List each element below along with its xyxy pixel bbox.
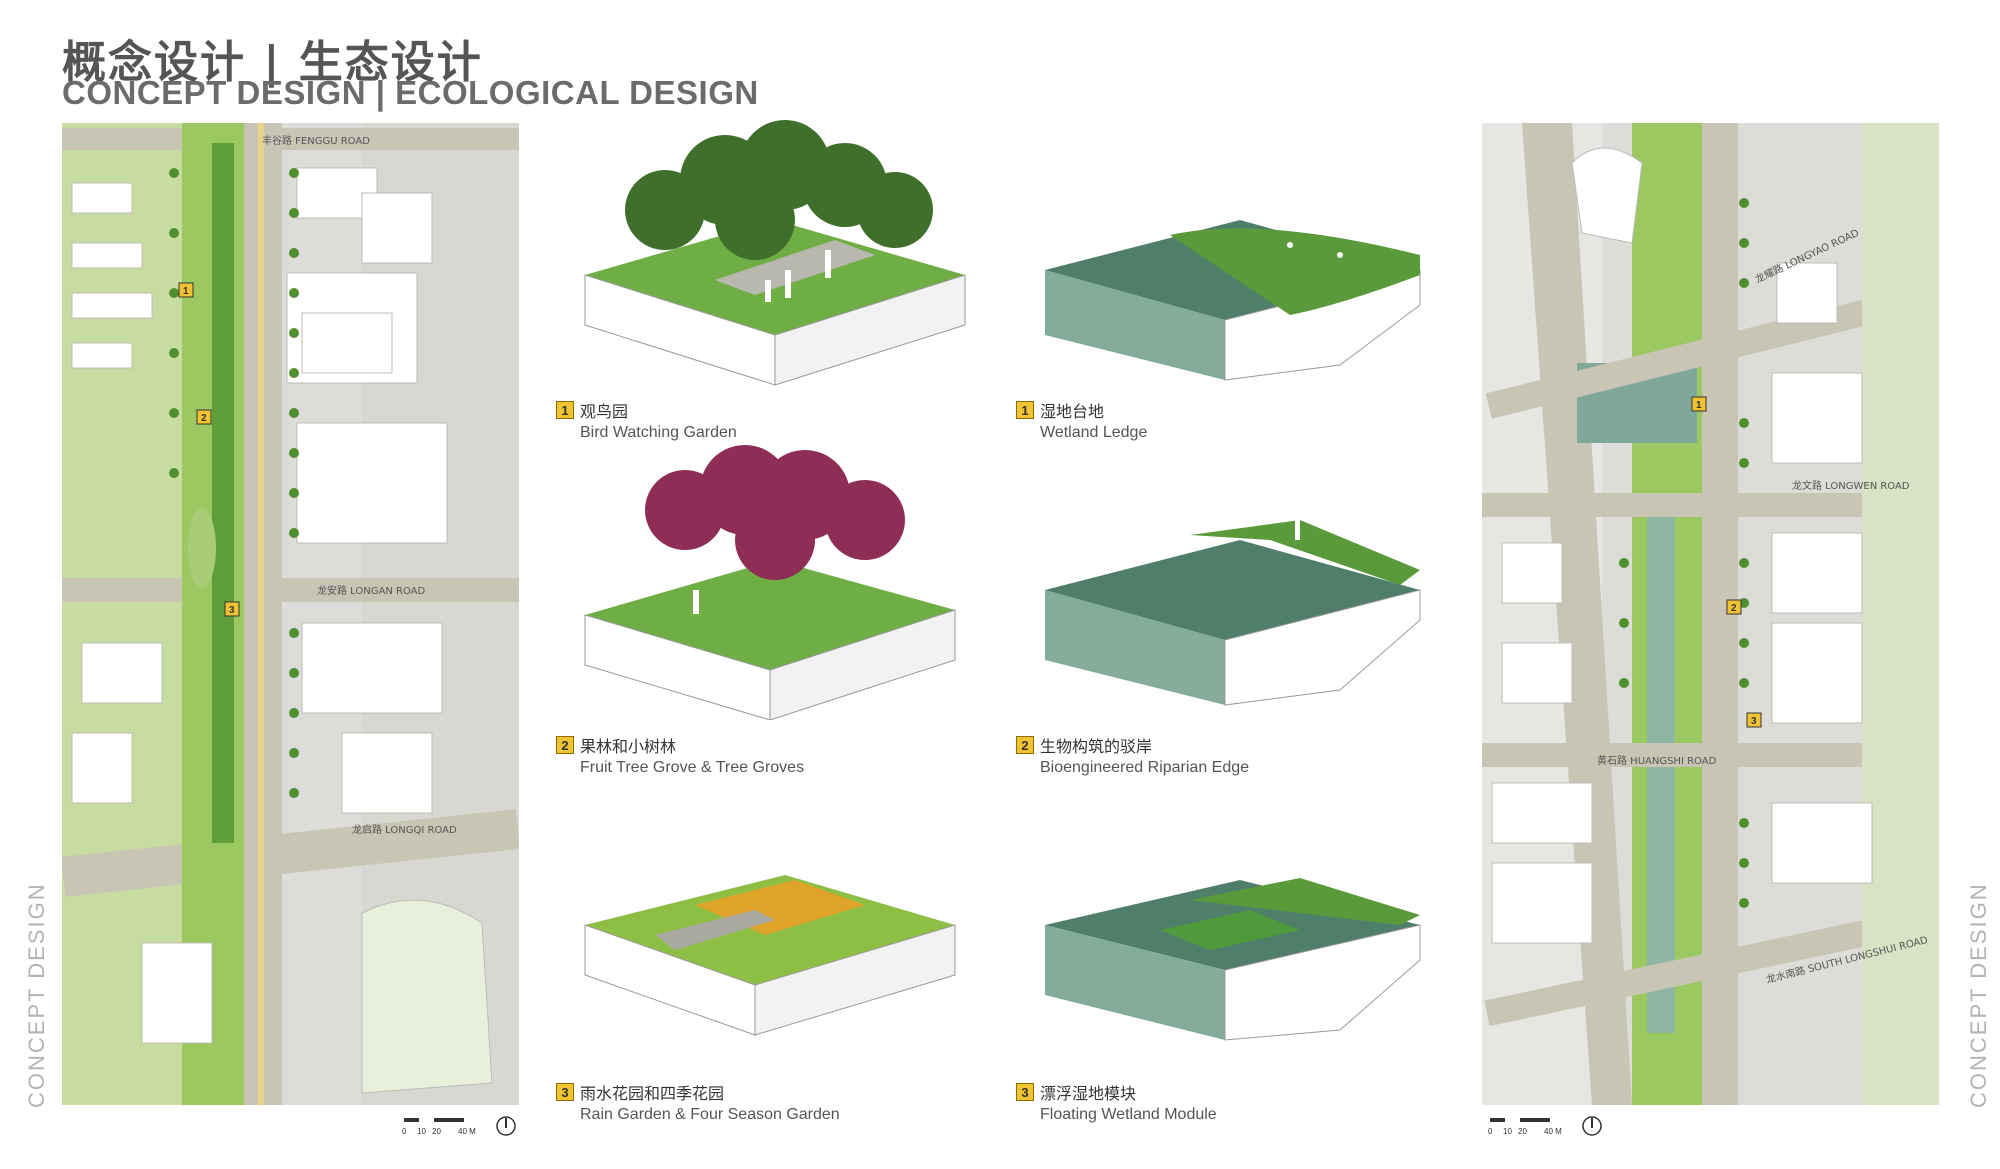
svg-text:1: 1 bbox=[183, 286, 189, 297]
svg-text:40 M: 40 M bbox=[1544, 1127, 1562, 1136]
caption-cn: 果林和小树林 bbox=[580, 737, 677, 756]
road-label-longan: 龙安路 LONGAN ROAD bbox=[317, 584, 425, 597]
caption-rain-garden: 3 雨水花园和四季花园 Rain Garden & Four Season Gar… bbox=[556, 1080, 840, 1124]
caption-cn: 漂浮湿地模块 bbox=[1040, 1084, 1137, 1103]
right-site-plan-drawing: 龙耀路 LONGYAO ROAD 龙文路 LONGWEN ROAD 黄石路 HU… bbox=[1482, 123, 1939, 1105]
caption-cn: 雨水花园和四季花园 bbox=[580, 1084, 725, 1103]
svg-text:3: 3 bbox=[229, 605, 235, 616]
right-site-plan: 龙耀路 LONGYAO ROAD 龙文路 LONGWEN ROAD 黄石路 HU… bbox=[1482, 123, 1939, 1105]
fruit-tree-grove-illustration bbox=[584, 445, 956, 720]
caption-number-badge: 2 bbox=[556, 736, 574, 754]
svg-text:20: 20 bbox=[1518, 1127, 1527, 1136]
riparian-edge-illustration bbox=[1045, 515, 1421, 706]
svg-text:0: 0 bbox=[402, 1127, 407, 1136]
svg-text:10: 10 bbox=[417, 1127, 426, 1136]
caption-en: Rain Garden & Four Season Garden bbox=[580, 1106, 840, 1123]
caption-number-badge: 1 bbox=[556, 401, 574, 419]
svg-text:1: 1 bbox=[1696, 400, 1702, 411]
svg-text:2: 2 bbox=[1731, 603, 1737, 614]
caption-floating-wetland: 3 漂浮湿地模块 Floating Wetland Module bbox=[1016, 1080, 1217, 1124]
road-label-fenggu: 丰谷路 FENGGU ROAD bbox=[262, 134, 370, 147]
caption-cn: 观鸟园 bbox=[580, 402, 629, 421]
wetland-ledge-illustration bbox=[1045, 220, 1421, 381]
floating-wetland-illustration bbox=[1045, 878, 1421, 1041]
road-label-longwen: 龙文路 LONGWEN ROAD bbox=[1792, 479, 1910, 492]
scale-bar-right: 0 10 20 40 M bbox=[1488, 1116, 1602, 1136]
left-site-plan-drawing: 丰谷路 FENGGU ROAD 龙安路 LONGAN ROAD 龙启路 LONG… bbox=[62, 123, 519, 1105]
svg-text:20: 20 bbox=[432, 1127, 441, 1136]
map-marker-3: 3 bbox=[1746, 712, 1762, 728]
side-label-right: CONCEPT DESIGN bbox=[1966, 882, 1991, 1108]
caption-riparian-edge: 2 生物构筑的驳岸 Bioengineered Riparian Edge bbox=[1016, 733, 1249, 777]
caption-en: Bird Watching Garden bbox=[580, 424, 737, 441]
caption-number-badge: 1 bbox=[1016, 401, 1034, 419]
road-label-huangshi: 黄石路 HUANGSHI ROAD bbox=[1597, 754, 1717, 767]
caption-bird-watching-garden: 1 观鸟园 Bird Watching Garden bbox=[556, 398, 737, 442]
page-title-en: CONCEPT DESIGN | ECOLOGICAL DESIGN bbox=[62, 74, 759, 111]
north-arrow-icon bbox=[1582, 1116, 1602, 1136]
map-marker-1: 1 bbox=[178, 282, 194, 298]
caption-number-badge: 3 bbox=[1016, 1083, 1034, 1101]
page-title-cn: 概念设计 | 生态设计 bbox=[62, 37, 483, 88]
svg-text:0: 0 bbox=[1488, 1127, 1493, 1136]
road-label-longqi: 龙启路 LONGQI ROAD bbox=[352, 823, 457, 836]
svg-text:40 M: 40 M bbox=[458, 1127, 476, 1136]
caption-cn: 湿地台地 bbox=[1040, 402, 1105, 421]
caption-number-badge: 2 bbox=[1016, 736, 1034, 754]
svg-text:10: 10 bbox=[1503, 1127, 1512, 1136]
svg-text:2: 2 bbox=[201, 413, 207, 424]
rain-garden-illustration bbox=[584, 875, 956, 1036]
caption-en: Wetland Ledge bbox=[1040, 424, 1148, 441]
map-marker-2: 2 bbox=[1726, 599, 1742, 615]
scale-bar-left: 0 10 20 40 M bbox=[402, 1116, 516, 1136]
caption-wetland-ledge: 1 湿地台地 Wetland Ledge bbox=[1016, 398, 1147, 442]
map-marker-3: 3 bbox=[224, 601, 240, 617]
north-arrow-icon bbox=[496, 1116, 516, 1136]
left-site-plan: 丰谷路 FENGGU ROAD 龙安路 LONGAN ROAD 龙启路 LONG… bbox=[62, 123, 519, 1105]
caption-en: Floating Wetland Module bbox=[1040, 1106, 1217, 1123]
caption-en: Bioengineered Riparian Edge bbox=[1040, 759, 1250, 776]
caption-fruit-tree-grove: 2 果林和小树林 Fruit Tree Grove & Tree Groves bbox=[556, 733, 804, 777]
caption-cn: 生物构筑的驳岸 bbox=[1040, 737, 1153, 756]
map-marker-2: 2 bbox=[196, 409, 212, 425]
svg-text:3: 3 bbox=[1751, 716, 1757, 727]
caption-en: Fruit Tree Grove & Tree Groves bbox=[580, 759, 805, 776]
side-label-left: CONCEPT DESIGN bbox=[24, 882, 49, 1108]
bird-watching-garden-illustration bbox=[584, 120, 966, 386]
caption-number-badge: 3 bbox=[556, 1083, 574, 1101]
map-marker-1: 1 bbox=[1691, 396, 1707, 412]
